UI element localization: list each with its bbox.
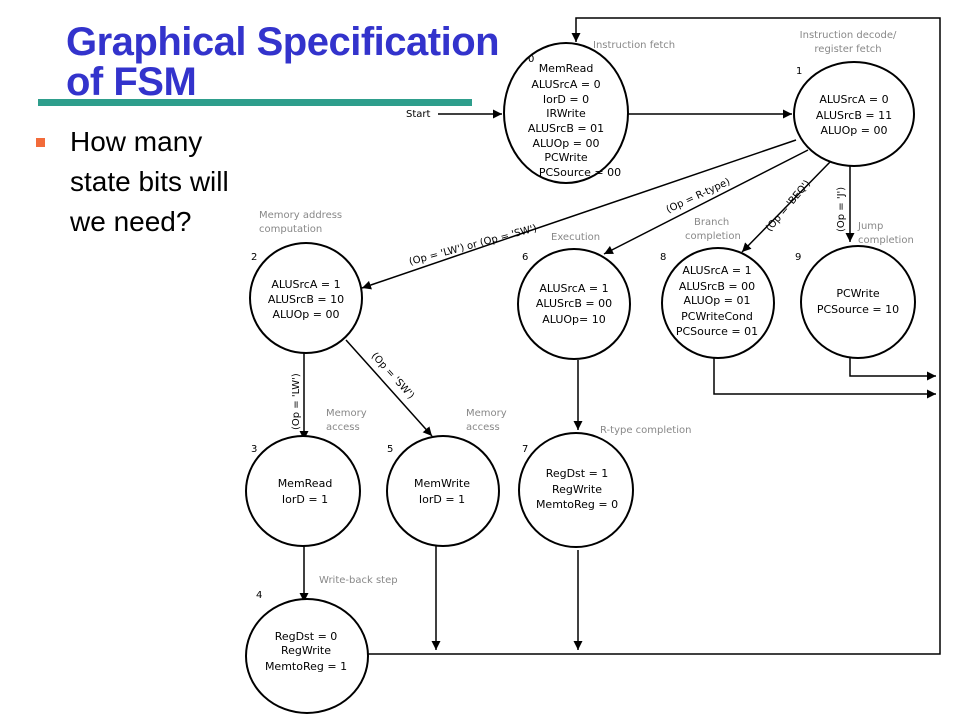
state-0-line: ALUSrcB = 01	[528, 122, 604, 135]
state-1-line: ALUSrcA = 0	[819, 93, 888, 106]
state-0-number: 0	[528, 54, 534, 65]
stage-label-rtype: R-type completion	[600, 425, 691, 436]
start-label: Start	[406, 109, 431, 120]
state-0-line: MemRead	[539, 62, 594, 75]
transitions	[299, 109, 855, 602]
state-8-line: PCWriteCond	[681, 310, 753, 323]
state-0-line: IorD = 0	[543, 93, 589, 106]
state-4-line: RegDst = 0	[275, 630, 338, 643]
bullet-marker	[36, 138, 45, 147]
state-7-line: RegWrite	[552, 483, 602, 496]
state-9-circle	[800, 245, 916, 359]
state-2-line: ALUOp = 00	[272, 308, 339, 321]
stage-label-memaccess-5: Memory	[466, 408, 507, 419]
state-5-number: 5	[387, 444, 393, 455]
edge-label-rtype: (Op = R-type)	[665, 176, 732, 215]
state-7-number: 7	[522, 444, 528, 455]
edge-label-lw-sw: (Op = 'LW') or (Op = 'SW')	[408, 223, 538, 268]
stage-label-memaccess-3: access	[326, 422, 360, 433]
state-6-line: ALUSrcA = 1	[539, 282, 608, 295]
stage-label-decode: Instruction decode/	[800, 30, 897, 41]
stage-label-memaccess-3: Memory	[326, 408, 367, 419]
stage-label-decode: register fetch	[814, 44, 881, 55]
state-8-line: ALUOp = 01	[683, 294, 750, 307]
state-0-line: ALUOp = 00	[532, 137, 599, 150]
edge-1-to-2	[361, 139, 797, 290]
state-6-circle	[517, 248, 631, 360]
state-8-number: 8	[660, 252, 666, 263]
state-2-line: ALUSrcA = 1	[271, 278, 340, 291]
stage-label-writeback: Write-back step	[319, 575, 398, 586]
stage-label-fetch: Instruction fetch	[593, 40, 675, 51]
state-3-circle	[245, 435, 361, 547]
state-9-line: PCSource = 10	[817, 303, 899, 316]
state-numbers: 0 1 2 6 8 9 3 5 7 4	[251, 54, 802, 601]
stage-labels: Instruction fetch Instruction decode/ re…	[259, 30, 914, 586]
state-0-circle	[503, 42, 629, 184]
state-0-line: PCWrite	[544, 151, 588, 164]
state-6-line: ALUOp= 10	[542, 313, 606, 326]
state-8-circle	[661, 247, 775, 359]
stage-label-branch: completion	[685, 231, 741, 242]
state-4-number: 4	[256, 590, 262, 601]
bullet-question: How many state bits will we need?	[70, 126, 229, 237]
state-5-line: IorD = 1	[419, 493, 465, 506]
edge-label-j: (Op = 'J')	[836, 187, 847, 232]
edge-label-lw: (Op = 'LW')	[291, 373, 302, 430]
edge-label-beq: (Op = 'BEQ')	[764, 178, 813, 234]
stage-label-memaddr: computation	[259, 224, 322, 235]
state-1-line: ALUOp = 00	[820, 124, 887, 137]
state-6-line: ALUSrcB = 00	[536, 297, 612, 310]
stage-label-memaccess-5: access	[466, 422, 500, 433]
slide-title-line1: Graphical Specification	[66, 20, 500, 64]
state-2-line: ALUSrcB = 10	[268, 293, 344, 306]
edge-1-to-6	[603, 149, 809, 255]
state-4-line: MemtoReg = 1	[265, 660, 347, 673]
state-7-line: MemtoReg = 0	[536, 498, 618, 511]
state-1-number: 1	[796, 66, 802, 77]
state-0-line: PCSource = 00	[539, 166, 621, 179]
state-3-line: IorD = 1	[282, 493, 328, 506]
state-4-circle	[245, 598, 369, 714]
edge-label-sw: (Op = 'SW')	[369, 351, 416, 402]
state-8-line: ALUSrcB = 00	[679, 280, 755, 293]
title-underline	[38, 99, 472, 106]
state-0-line: IRWrite	[546, 107, 586, 120]
stage-label-memaddr: Memory address	[259, 210, 342, 221]
edge-2-to-5	[345, 339, 433, 437]
return-loop	[308, 17, 941, 655]
stage-label-branch: Branch	[694, 217, 729, 228]
state-2-number: 2	[251, 252, 257, 263]
state-5-line: MemWrite	[414, 477, 470, 490]
state-2-circle	[249, 242, 363, 354]
stage-label-jump: completion	[858, 235, 914, 246]
state-9-line: PCWrite	[836, 287, 880, 300]
state-7-line: RegDst = 1	[546, 467, 609, 480]
state-8-line: ALUSrcA = 1	[682, 264, 751, 277]
state-circles	[245, 42, 916, 714]
state-5-circle	[386, 435, 500, 547]
edge-1-to-8	[741, 161, 831, 253]
stage-label-execution: Execution	[551, 232, 600, 243]
state-9-number: 9	[795, 252, 801, 263]
state-6-number: 6	[522, 252, 528, 263]
state-3-line: MemRead	[278, 477, 333, 490]
state-1-line: ALUSrcB = 11	[816, 109, 892, 122]
state-3-number: 3	[251, 444, 257, 455]
stage-label-jump: Jump	[857, 221, 883, 232]
slide-title-line2: of FSM	[66, 60, 197, 104]
state-8-line: PCSource = 01	[676, 325, 758, 338]
state-7-circle	[518, 432, 634, 548]
state-1-circle	[793, 61, 915, 167]
state-contents: MemRead ALUSrcA = 0 IorD = 0 IRWrite ALU…	[265, 62, 899, 673]
state-4-line: RegWrite	[281, 644, 331, 657]
state-0-line: ALUSrcA = 0	[531, 78, 600, 91]
